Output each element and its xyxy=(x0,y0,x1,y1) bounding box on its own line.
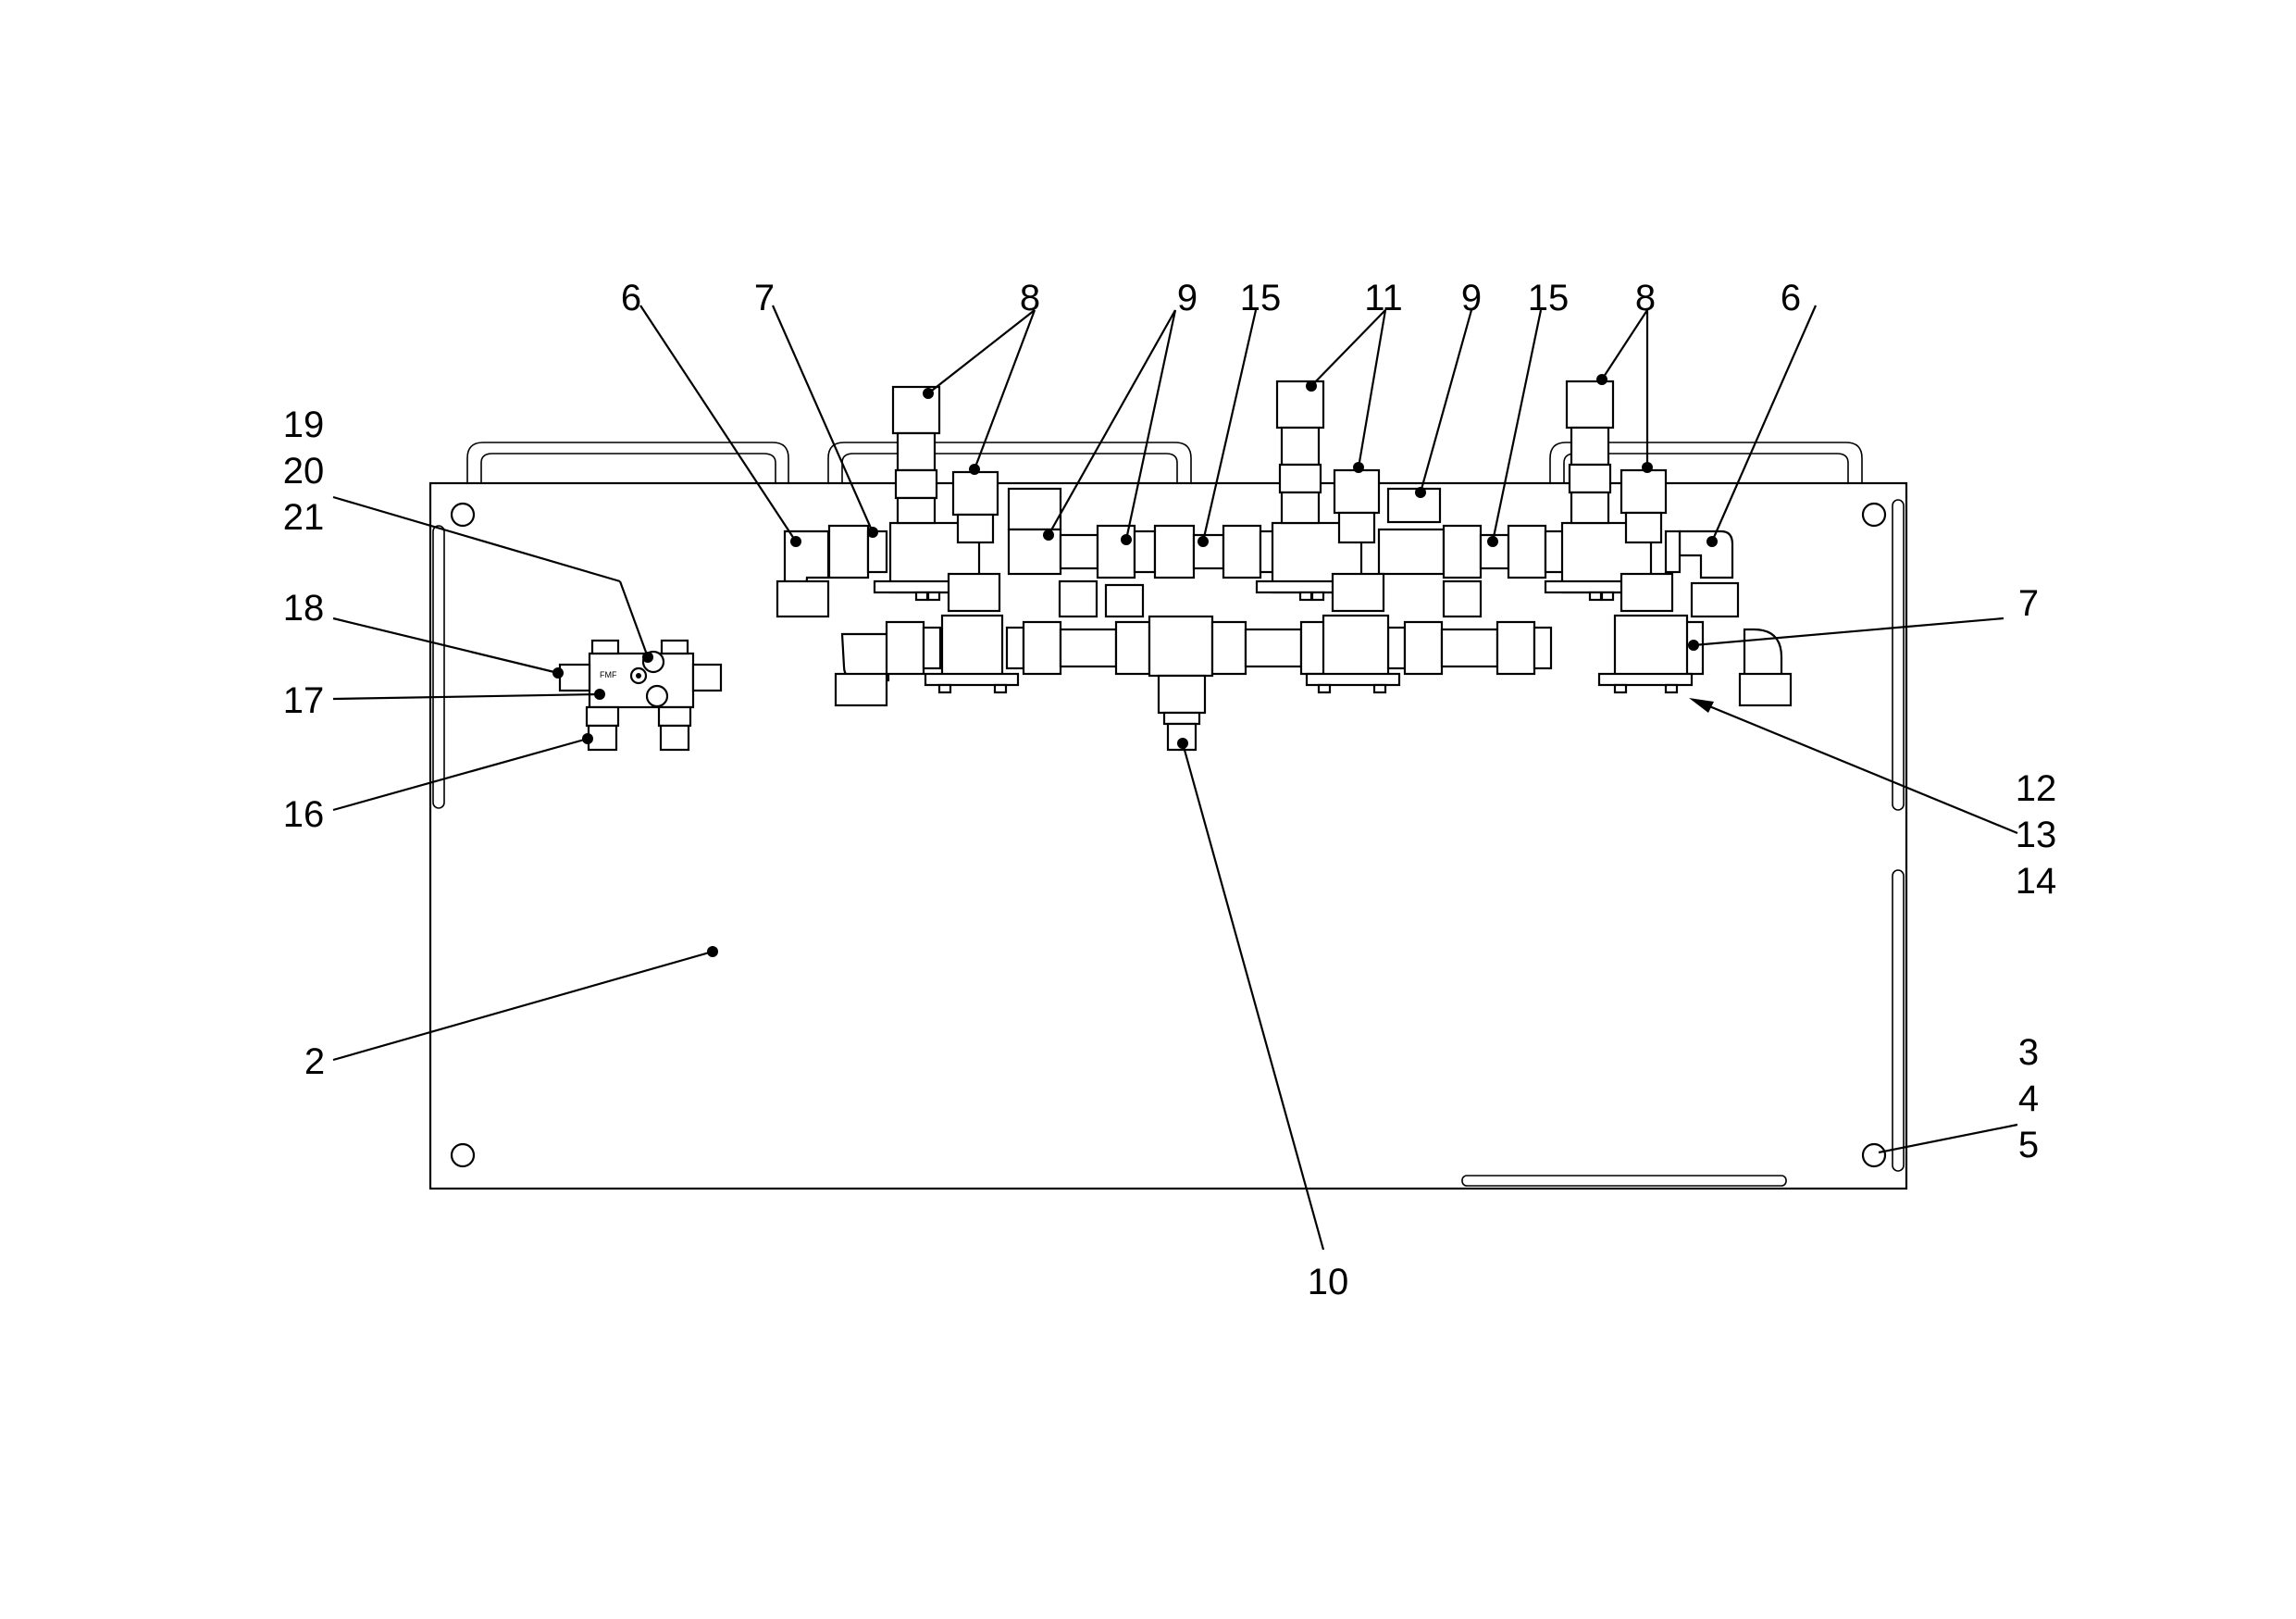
callout-6-left: 6 xyxy=(621,278,641,318)
valve-middle xyxy=(1255,380,1401,694)
callout-21: 21 xyxy=(283,497,325,538)
mounting-hole-top-right xyxy=(1861,502,1887,528)
callout-3: 3 xyxy=(2018,1032,2039,1073)
callout-16: 16 xyxy=(283,794,325,835)
callout-labels: 19 20 21 18 17 16 2 6 7 8 9 15 11 9 15 8… xyxy=(283,278,2057,1302)
callout-10: 10 xyxy=(1308,1262,1349,1302)
callout-8-right: 8 xyxy=(1635,278,1656,318)
callout-19: 19 xyxy=(283,405,325,445)
callout-8-left: 8 xyxy=(1020,278,1040,318)
svg-text:FMF: FMF xyxy=(600,670,617,679)
callout-20: 20 xyxy=(283,451,325,492)
leader-dots xyxy=(552,374,1718,957)
callout-14: 14 xyxy=(2016,861,2057,902)
callout-15-right: 15 xyxy=(1528,278,1570,318)
callout-9-right: 9 xyxy=(1461,278,1482,318)
callout-18: 18 xyxy=(283,588,325,629)
callout-11: 11 xyxy=(1364,278,1403,318)
callout-12: 12 xyxy=(2016,768,2057,809)
callout-13: 13 xyxy=(2016,815,2057,855)
mounting-hole-bottom-left xyxy=(450,1142,476,1168)
valve-right xyxy=(1544,380,1694,694)
valve-left xyxy=(873,385,1020,694)
callout-7-top: 7 xyxy=(754,278,775,318)
mounting-hole-bottom-right xyxy=(1861,1142,1887,1168)
callout-4: 4 xyxy=(2018,1078,2039,1119)
callout-7-right: 7 xyxy=(2018,583,2039,624)
leader-lines xyxy=(332,305,2018,1251)
manifold-block: FMF xyxy=(558,639,723,752)
callout-15-left: 15 xyxy=(1240,278,1282,318)
mounting-hole-top-left xyxy=(450,502,476,528)
callout-5: 5 xyxy=(2018,1125,2039,1165)
callout-17: 17 xyxy=(283,680,325,721)
callout-9-left: 9 xyxy=(1177,278,1198,318)
callout-2: 2 xyxy=(304,1041,325,1082)
callout-6-right: 6 xyxy=(1781,278,1801,318)
